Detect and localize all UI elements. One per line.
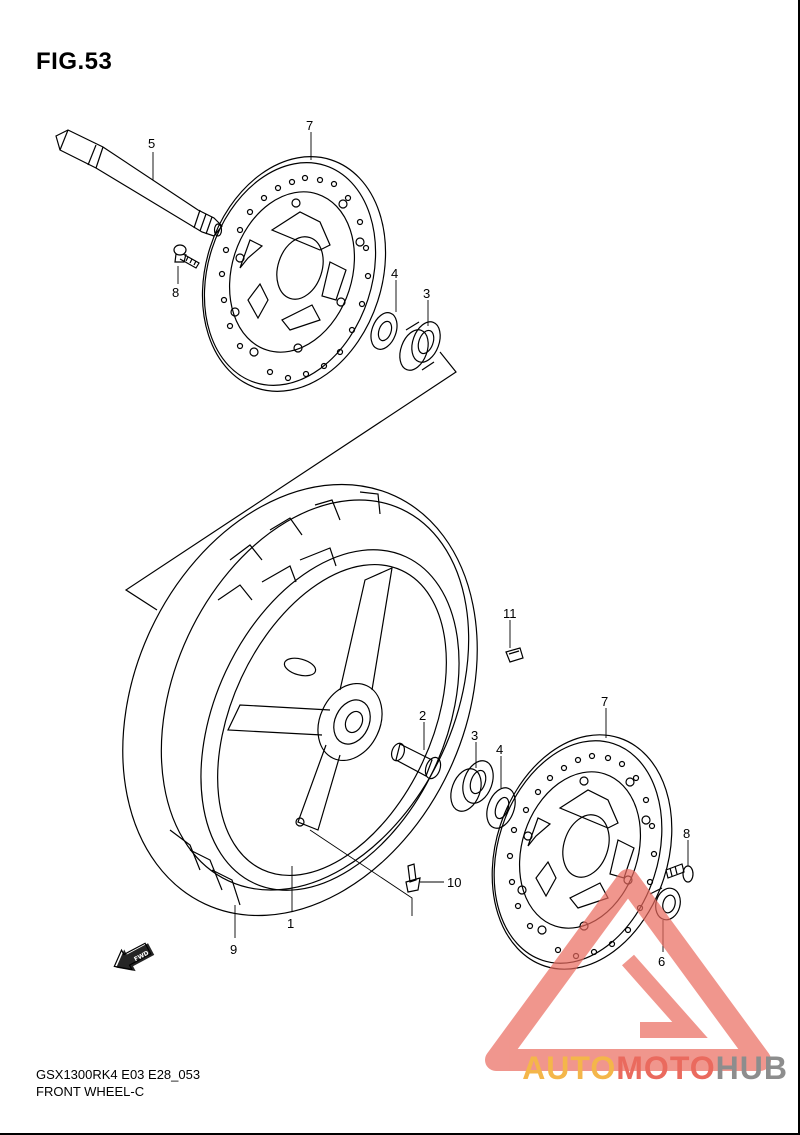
tire-valve <box>405 863 421 893</box>
callout-3-bottom: 3 <box>471 728 478 743</box>
exploded-guide-lines <box>124 351 457 611</box>
spacer-ring-bottom <box>486 787 516 829</box>
wheel-rim <box>200 549 460 891</box>
callout-1: 1 <box>287 916 294 931</box>
bearing-bottom <box>450 760 494 812</box>
watermark-logo-mark <box>485 869 771 1071</box>
center-spacer <box>390 742 442 780</box>
leader-lines <box>152 132 689 952</box>
callout-labels: 5 7 8 4 3 11 2 3 4 7 8 10 1 9 6 FWD <box>133 118 690 969</box>
bearing-top <box>399 321 441 371</box>
callout-2: 2 <box>419 708 426 723</box>
model-code: GSX1300RK4 E03 E28_053 <box>36 1067 201 1082</box>
watermark-hub: HUB <box>715 1050 788 1086</box>
disc-bolt-top <box>173 244 200 269</box>
disc-bolt-bottom <box>665 863 694 883</box>
spacer-ring-top <box>370 312 398 350</box>
callout-7-bottom: 7 <box>601 694 608 709</box>
watermark-brand: AUTOMOTOHUB <box>522 1050 788 1087</box>
diagram-caption: FRONT WHEEL-C <box>36 1084 145 1099</box>
callout-4-top: 4 <box>391 266 398 281</box>
callout-3-top: 3 <box>423 286 430 301</box>
callout-10: 10 <box>447 875 461 890</box>
balance-weight <box>505 647 524 663</box>
callout-5: 5 <box>148 136 155 151</box>
figure-title: FIG.53 <box>36 48 113 75</box>
callout-11: 11 <box>503 606 517 621</box>
front-axle <box>55 129 223 237</box>
diagram-footer: GSX1300RK4 E03 E28_053 FRONT WHEEL-C <box>36 1066 200 1100</box>
watermark-auto: AUTO <box>522 1050 617 1086</box>
callout-4-bottom: 4 <box>496 742 503 757</box>
callout-9: 9 <box>230 942 237 957</box>
direction-badge <box>113 942 155 972</box>
brake-disc-left <box>201 156 387 392</box>
watermark-moto: MOTO <box>616 1050 716 1086</box>
callout-8-top: 8 <box>172 285 179 300</box>
callout-6: 6 <box>658 954 665 969</box>
tire <box>122 483 478 917</box>
callout-7-top: 7 <box>306 118 313 133</box>
callout-8-bottom: 8 <box>683 826 690 841</box>
